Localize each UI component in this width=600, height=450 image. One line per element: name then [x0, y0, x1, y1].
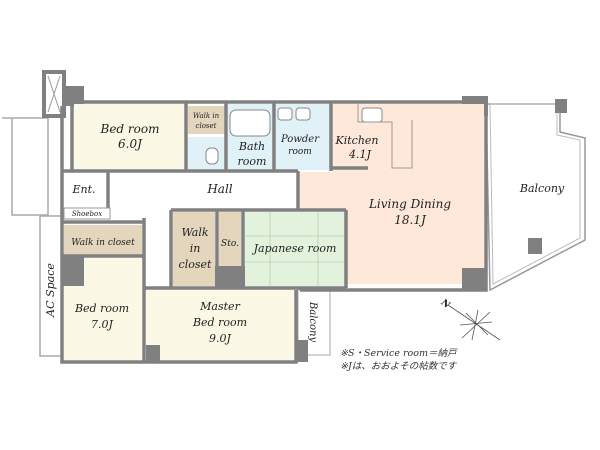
kitchen-name: Kitchen	[335, 134, 379, 147]
bedroom-1-size: 6.0J	[118, 137, 143, 151]
room-walk-in-closet-small	[188, 106, 225, 134]
shoebox	[63, 207, 111, 220]
kitchen-sink-icon	[361, 107, 383, 123]
wic-mid-label-3: closet	[179, 258, 212, 271]
note-service-room: ※S・Service room＝納戸	[340, 348, 458, 359]
room-japanese	[245, 212, 345, 286]
room-master-bedroom	[146, 289, 294, 360]
ac-space-label: AC Space	[44, 263, 57, 318]
wic-mid-label-2: in	[190, 242, 201, 255]
bedroom-1-name: Bed room	[100, 122, 160, 136]
note-j-unit: ※Jは、おおよその帖数です	[340, 361, 458, 372]
storage-label: Sto.	[221, 239, 239, 249]
hall-label: Hall	[206, 182, 232, 196]
master-size: 9.0J	[209, 332, 231, 345]
room-bedroom-1	[74, 104, 186, 170]
wic-mid-label-1: Walk	[181, 226, 208, 239]
sink-icon	[295, 107, 311, 121]
bathtub-icon	[229, 109, 271, 137]
living-name: Living Dining	[368, 197, 451, 211]
master-label-2: Bed room	[192, 316, 247, 329]
bedroom-2-size: 7.0J	[91, 318, 113, 331]
balcony-main-label: Balcony	[519, 182, 565, 195]
shoebox-label: Shoebox	[72, 210, 102, 218]
master-label-1: Master	[199, 300, 240, 313]
wic-left-label: Walk in closet	[71, 238, 135, 248]
room-walk-in-closet-mid	[173, 212, 215, 286]
compass-icon	[447, 304, 501, 341]
room-walk-in-closet-left	[64, 225, 142, 255]
compass-north-label: N	[438, 297, 452, 311]
sink-icon	[277, 107, 293, 121]
living-size: 18.1J	[394, 213, 427, 227]
japanese-room-label: Japanese room	[252, 242, 337, 255]
entrance-label: Ent.	[71, 183, 95, 196]
kitchen-counter	[357, 104, 413, 169]
powder-label-1: Powder	[280, 134, 320, 145]
wic-small-label-2: closet	[196, 122, 217, 130]
tatami-lines	[245, 212, 345, 286]
wic-small-label-1: Walk in	[193, 112, 220, 120]
room-storage	[219, 212, 241, 270]
bath-label-2: room	[238, 155, 267, 168]
balcony-small-label: Balcony	[307, 301, 318, 343]
room-hall	[64, 172, 298, 210]
bath-label-1: Bath	[238, 140, 265, 153]
powder-label-2: room	[288, 147, 312, 157]
kitchen-size: 4.1J	[348, 148, 371, 161]
bedroom-2-name: Bed room	[74, 302, 129, 315]
toilet-icon	[205, 147, 219, 165]
